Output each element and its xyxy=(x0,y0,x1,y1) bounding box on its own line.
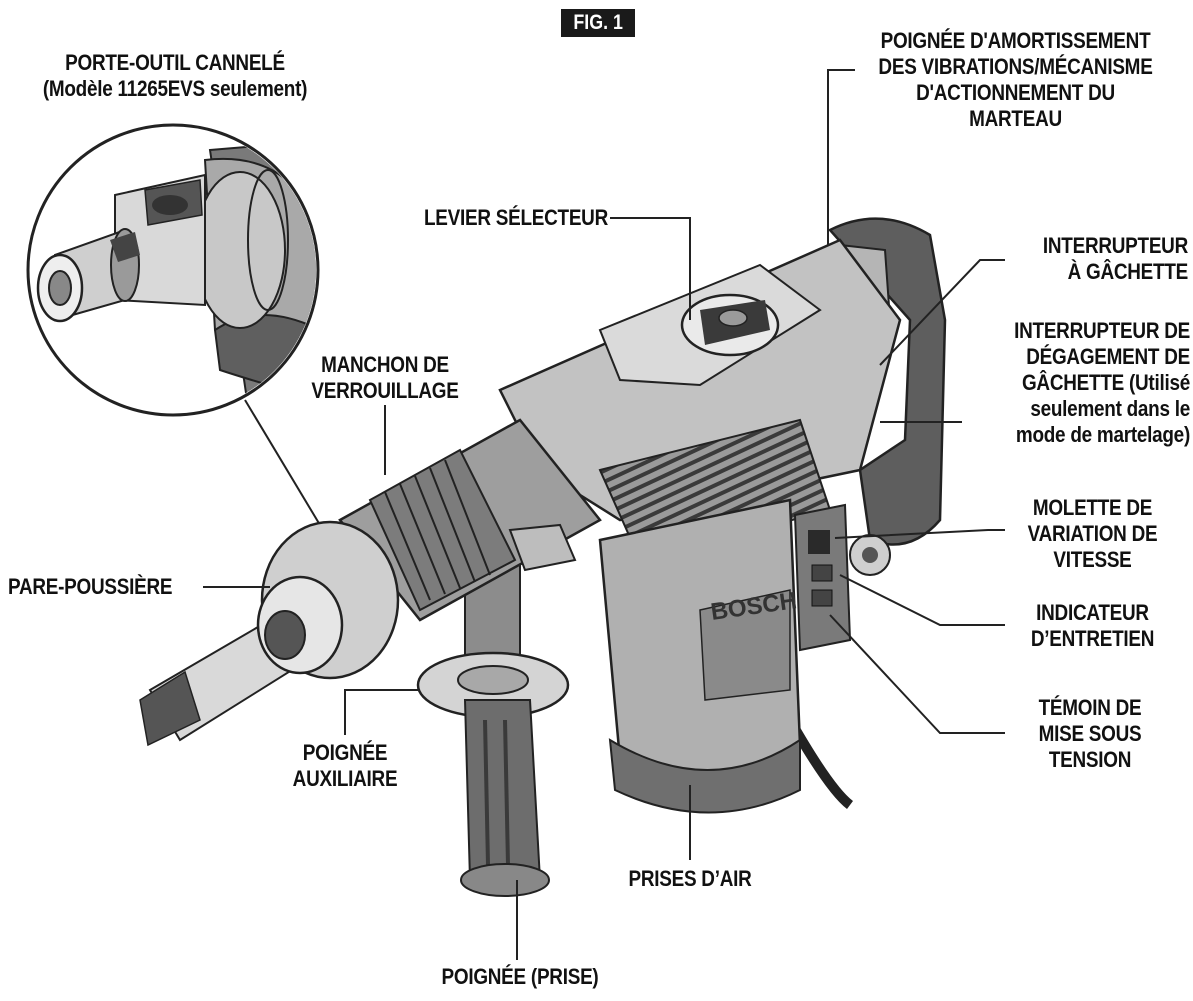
label-power-light: TÉMOIN DE MISE SOUS TENSION xyxy=(1038,695,1142,772)
auxiliary-handle xyxy=(416,559,570,897)
figure-badge: FIG. 1 xyxy=(561,9,635,37)
label-locking-sleeve: MANCHON DE VERROUILLAGE xyxy=(311,352,459,403)
label-selector-lever: LEVIER SÉLECTEUR xyxy=(423,205,608,230)
label-air-intakes: PRISES D’AIR xyxy=(628,866,752,891)
bit-and-cable xyxy=(139,618,854,809)
hammer-body: BOSCH xyxy=(256,217,947,814)
label-splined-holder: PORTE-OUTIL CANNELÉ (Modèle 11265EVS seu… xyxy=(42,50,308,101)
label-vibration-handle: POIGNÉE D'AMORTISSEMENT DES VIBRATIONS/M… xyxy=(878,28,1153,131)
leader-lines xyxy=(203,69,1005,960)
label-trigger-release: INTERRUPTEUR DE DÉGAGEMENT DE GÂCHETTE (… xyxy=(1014,318,1190,447)
label-service-indicator: INDICATEUR D’ENTRETIEN xyxy=(1030,600,1155,651)
label-speed-dial: MOLETTE DE VARIATION DE VITESSE xyxy=(1027,495,1158,572)
label-dust-shield: PARE-POUSSIÈRE xyxy=(8,574,173,599)
label-auxiliary-handle: POIGNÉE AUXILIAIRE xyxy=(292,740,398,791)
label-trigger-switch: INTERRUPTEUR À GÂCHETTE xyxy=(1042,233,1188,284)
label-grip-handle: POIGNÉE (PRISE) xyxy=(441,964,599,989)
splined-holder-inset xyxy=(26,123,321,526)
